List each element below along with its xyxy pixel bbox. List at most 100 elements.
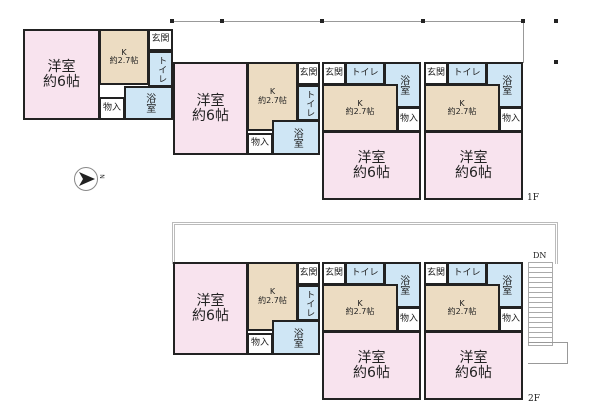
western-room-size: 約6帖 <box>192 107 229 124</box>
floor-label-1f: 1F <box>527 193 539 203</box>
staircase <box>528 262 553 346</box>
entrance: 玄関 <box>297 262 320 285</box>
boundary-line <box>172 21 524 22</box>
entrance: 玄関 <box>424 62 448 85</box>
entrance-label: 玄関 <box>324 267 343 278</box>
entrance-label: 玄関 <box>324 67 343 78</box>
western-room-size: 約6帖 <box>43 73 80 90</box>
storage-closet: 物入 <box>247 333 273 355</box>
western-room-size: 約6帖 <box>455 164 492 181</box>
toilet-label: トイレ <box>304 289 315 317</box>
entrance-label: 玄関 <box>426 267 445 278</box>
kitchen-label: K <box>269 287 276 297</box>
kitchen-label: K <box>459 298 465 308</box>
storage-closet: 物入 <box>397 307 421 332</box>
western-room-size: 約6帖 <box>192 307 229 324</box>
storage-closet-label: 物入 <box>250 338 269 349</box>
kitchen-label: K <box>459 98 465 108</box>
landing-line <box>567 342 568 364</box>
toilet-label: トイレ <box>453 267 481 278</box>
kitchen-size: 約2.7帖 <box>447 107 477 116</box>
entrance: 玄関 <box>424 262 448 285</box>
balcony <box>172 222 558 264</box>
bathroom-label: 浴室 <box>499 75 511 95</box>
toilet: トイレ <box>447 262 487 285</box>
landing-line <box>528 342 568 343</box>
storage-closet: 物入 <box>99 97 125 120</box>
kitchen-label: K <box>357 298 363 308</box>
bathroom: 浴室 <box>272 120 320 155</box>
western-room: 洋室約6帖 <box>23 29 100 120</box>
kitchen-label: K <box>121 47 127 57</box>
storage-closet: 物入 <box>247 133 273 155</box>
western-room-size: 約6帖 <box>353 164 390 181</box>
stairs-down-label: DN <box>533 251 547 260</box>
kitchen-size: 約2.7帖 <box>258 295 287 305</box>
storage-closet-label: 物入 <box>501 313 520 324</box>
western-room-label: 洋室 <box>357 149 386 166</box>
toilet: トイレ <box>148 51 173 87</box>
western-room-label: 洋室 <box>459 149 488 166</box>
storage-closet-label: 物入 <box>501 113 520 124</box>
western-room: 洋室約6帖 <box>173 262 248 355</box>
landing-line <box>528 363 568 364</box>
storage-closet: 物入 <box>397 107 421 132</box>
western-room-size: 約6帖 <box>455 364 492 381</box>
toilet-label: トイレ <box>351 67 379 78</box>
western-room: 洋室約6帖 <box>322 131 421 200</box>
western-room-label: 洋室 <box>196 92 225 109</box>
western-room: 洋室約6帖 <box>424 131 523 200</box>
western-room-label: 洋室 <box>357 349 386 366</box>
toilet-label: トイレ <box>351 267 379 278</box>
kitchen-size: 約2.7帖 <box>109 56 139 65</box>
toilet-label: トイレ <box>304 89 315 117</box>
compass-label: N <box>97 174 105 179</box>
toilet: トイレ <box>447 62 487 85</box>
western-room: 洋室約6帖 <box>173 62 248 155</box>
bathroom-label: 浴室 <box>291 127 303 148</box>
entrance-label: 玄関 <box>299 267 318 278</box>
toilet: トイレ <box>345 62 385 85</box>
entrance-label: 玄関 <box>151 34 170 45</box>
storage-closet: 物入 <box>499 307 523 332</box>
kitchen-label: K <box>357 98 363 108</box>
boundary-marker <box>320 19 324 23</box>
north-arrow-icon <box>79 172 95 186</box>
western-room: 洋室約6帖 <box>424 331 523 400</box>
boundary-marker <box>421 19 425 23</box>
entrance: 玄関 <box>297 62 320 85</box>
entrance: 玄関 <box>322 262 346 285</box>
boundary-marker <box>521 19 525 23</box>
entrance-label: 玄関 <box>299 67 318 78</box>
kitchen-size: 約2.7帖 <box>345 107 375 116</box>
boundary-line <box>523 21 524 63</box>
compass: N <box>74 167 105 191</box>
toilet: トイレ <box>345 262 385 285</box>
toilet: トイレ <box>297 285 320 321</box>
bathroom-label: 浴室 <box>143 93 155 113</box>
bathroom-label: 浴室 <box>499 275 511 295</box>
western-room-label: 洋室 <box>47 58 76 75</box>
toilet-label: トイレ <box>453 67 481 78</box>
boundary-marker <box>554 19 558 23</box>
western-room-label: 洋室 <box>196 292 225 309</box>
storage-closet-label: 物入 <box>102 102 121 113</box>
western-room-label: 洋室 <box>459 349 488 366</box>
boundary-marker <box>554 60 558 64</box>
bathroom-label: 浴室 <box>397 75 409 95</box>
kitchen-label: K <box>269 87 276 97</box>
toilet-label: トイレ <box>156 55 167 83</box>
storage-closet-label: 物入 <box>399 313 418 324</box>
storage-closet-label: 物入 <box>399 113 418 124</box>
kitchen-size: 約2.7帖 <box>447 307 477 316</box>
entrance-label: 玄関 <box>426 67 445 78</box>
storage-closet-label: 物入 <box>250 138 269 149</box>
